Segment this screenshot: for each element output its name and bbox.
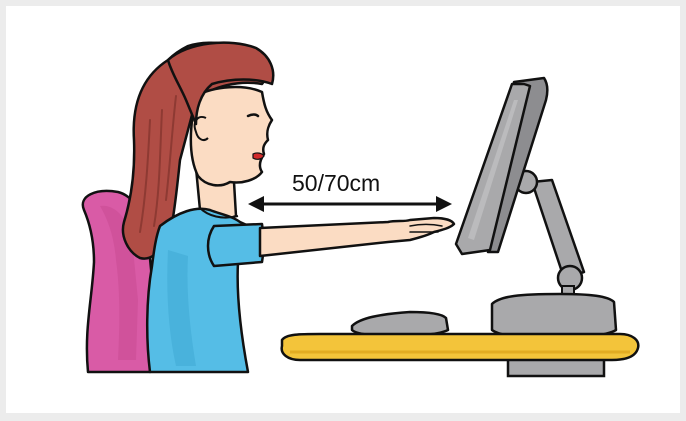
keyboard [352, 312, 448, 336]
distance-label: 50/70cm [292, 170, 380, 196]
distance-arrow: 50/70cm [248, 170, 452, 212]
monitor-base [492, 294, 616, 338]
arm-lower [532, 180, 584, 278]
outstretched-arm [208, 218, 454, 266]
arrowhead-right [436, 196, 452, 212]
desk-top [282, 334, 639, 360]
monitor [456, 78, 547, 254]
desk [282, 334, 639, 376]
monitor-arm [515, 171, 584, 300]
lips [253, 153, 264, 159]
upper-arm-sleeve [208, 224, 264, 266]
arrowhead-left [248, 196, 264, 212]
face [191, 87, 272, 185]
